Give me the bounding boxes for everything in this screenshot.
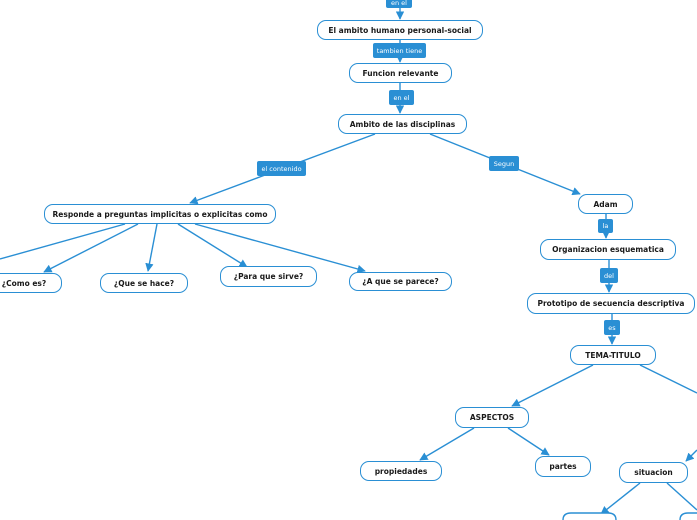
node-para-que-sirve[interactable]: ¿Para que sirve? — [220, 266, 317, 287]
node-propiedades[interactable]: propiedades — [360, 461, 442, 481]
edge-responde-to-que-hace — [145, 223, 158, 272]
node-adam[interactable]: Adam — [578, 194, 633, 214]
link-label-en-el-top: en el — [386, 0, 412, 8]
edge-situacion-to-child-right — [666, 482, 697, 511]
edge-tema-to-offscreen — [639, 364, 697, 394]
edge-responde-to-para-que — [177, 223, 248, 268]
node-prototipo-secuencia[interactable]: Prototipo de secuencia descriptiva — [527, 293, 695, 314]
link-label-segun: Segun — [489, 156, 519, 171]
link-label-tambien-tiene: tambien tiene — [373, 43, 426, 58]
link-label-del: del — [600, 268, 618, 283]
partial-node-bottom-right — [679, 512, 697, 520]
edge-responde-to-a-que — [194, 223, 366, 274]
edge-responde-to-como-es — [43, 223, 139, 273]
edge-offscreen-to-situacion — [685, 449, 697, 462]
node-tema-titulo[interactable]: TEMA-TITULO — [570, 345, 656, 365]
node-partes[interactable]: partes — [535, 456, 591, 477]
node-funcion-relevante[interactable]: Funcion relevante — [349, 63, 452, 83]
node-responde-preguntas[interactable]: Responde a preguntas implicitas o explic… — [44, 204, 276, 224]
edge-tema-to-aspectos — [511, 364, 594, 407]
link-label-es: es — [604, 320, 620, 335]
partial-node-bottom-left — [562, 512, 617, 520]
edge-aspectos-to-propiedades — [419, 427, 475, 461]
edge-responde-to-offscreen — [0, 223, 126, 260]
node-organizacion-esquematica[interactable]: Organizacion esquematica — [540, 239, 676, 260]
node-a-que-se-parece[interactable]: ¿A que se parece? — [349, 272, 452, 291]
node-ambito-disciplinas[interactable]: Ambito de las disciplinas — [338, 114, 467, 134]
node-como-es[interactable]: ¿Como es? — [0, 273, 62, 293]
node-aspectos[interactable]: ASPECTOS — [455, 407, 529, 428]
link-label-la: la — [598, 219, 613, 233]
node-situacion[interactable]: situacion — [619, 462, 688, 483]
edge-aspectos-to-partes — [507, 427, 550, 456]
edge-situacion-to-child-left — [600, 482, 641, 515]
node-ambito-humano[interactable]: El ambito humano personal-social — [317, 20, 483, 40]
link-label-el-contenido: el contenido — [257, 161, 306, 176]
node-que-se-hace[interactable]: ¿Que se hace? — [100, 273, 188, 293]
link-label-en-el: en el — [389, 90, 414, 105]
